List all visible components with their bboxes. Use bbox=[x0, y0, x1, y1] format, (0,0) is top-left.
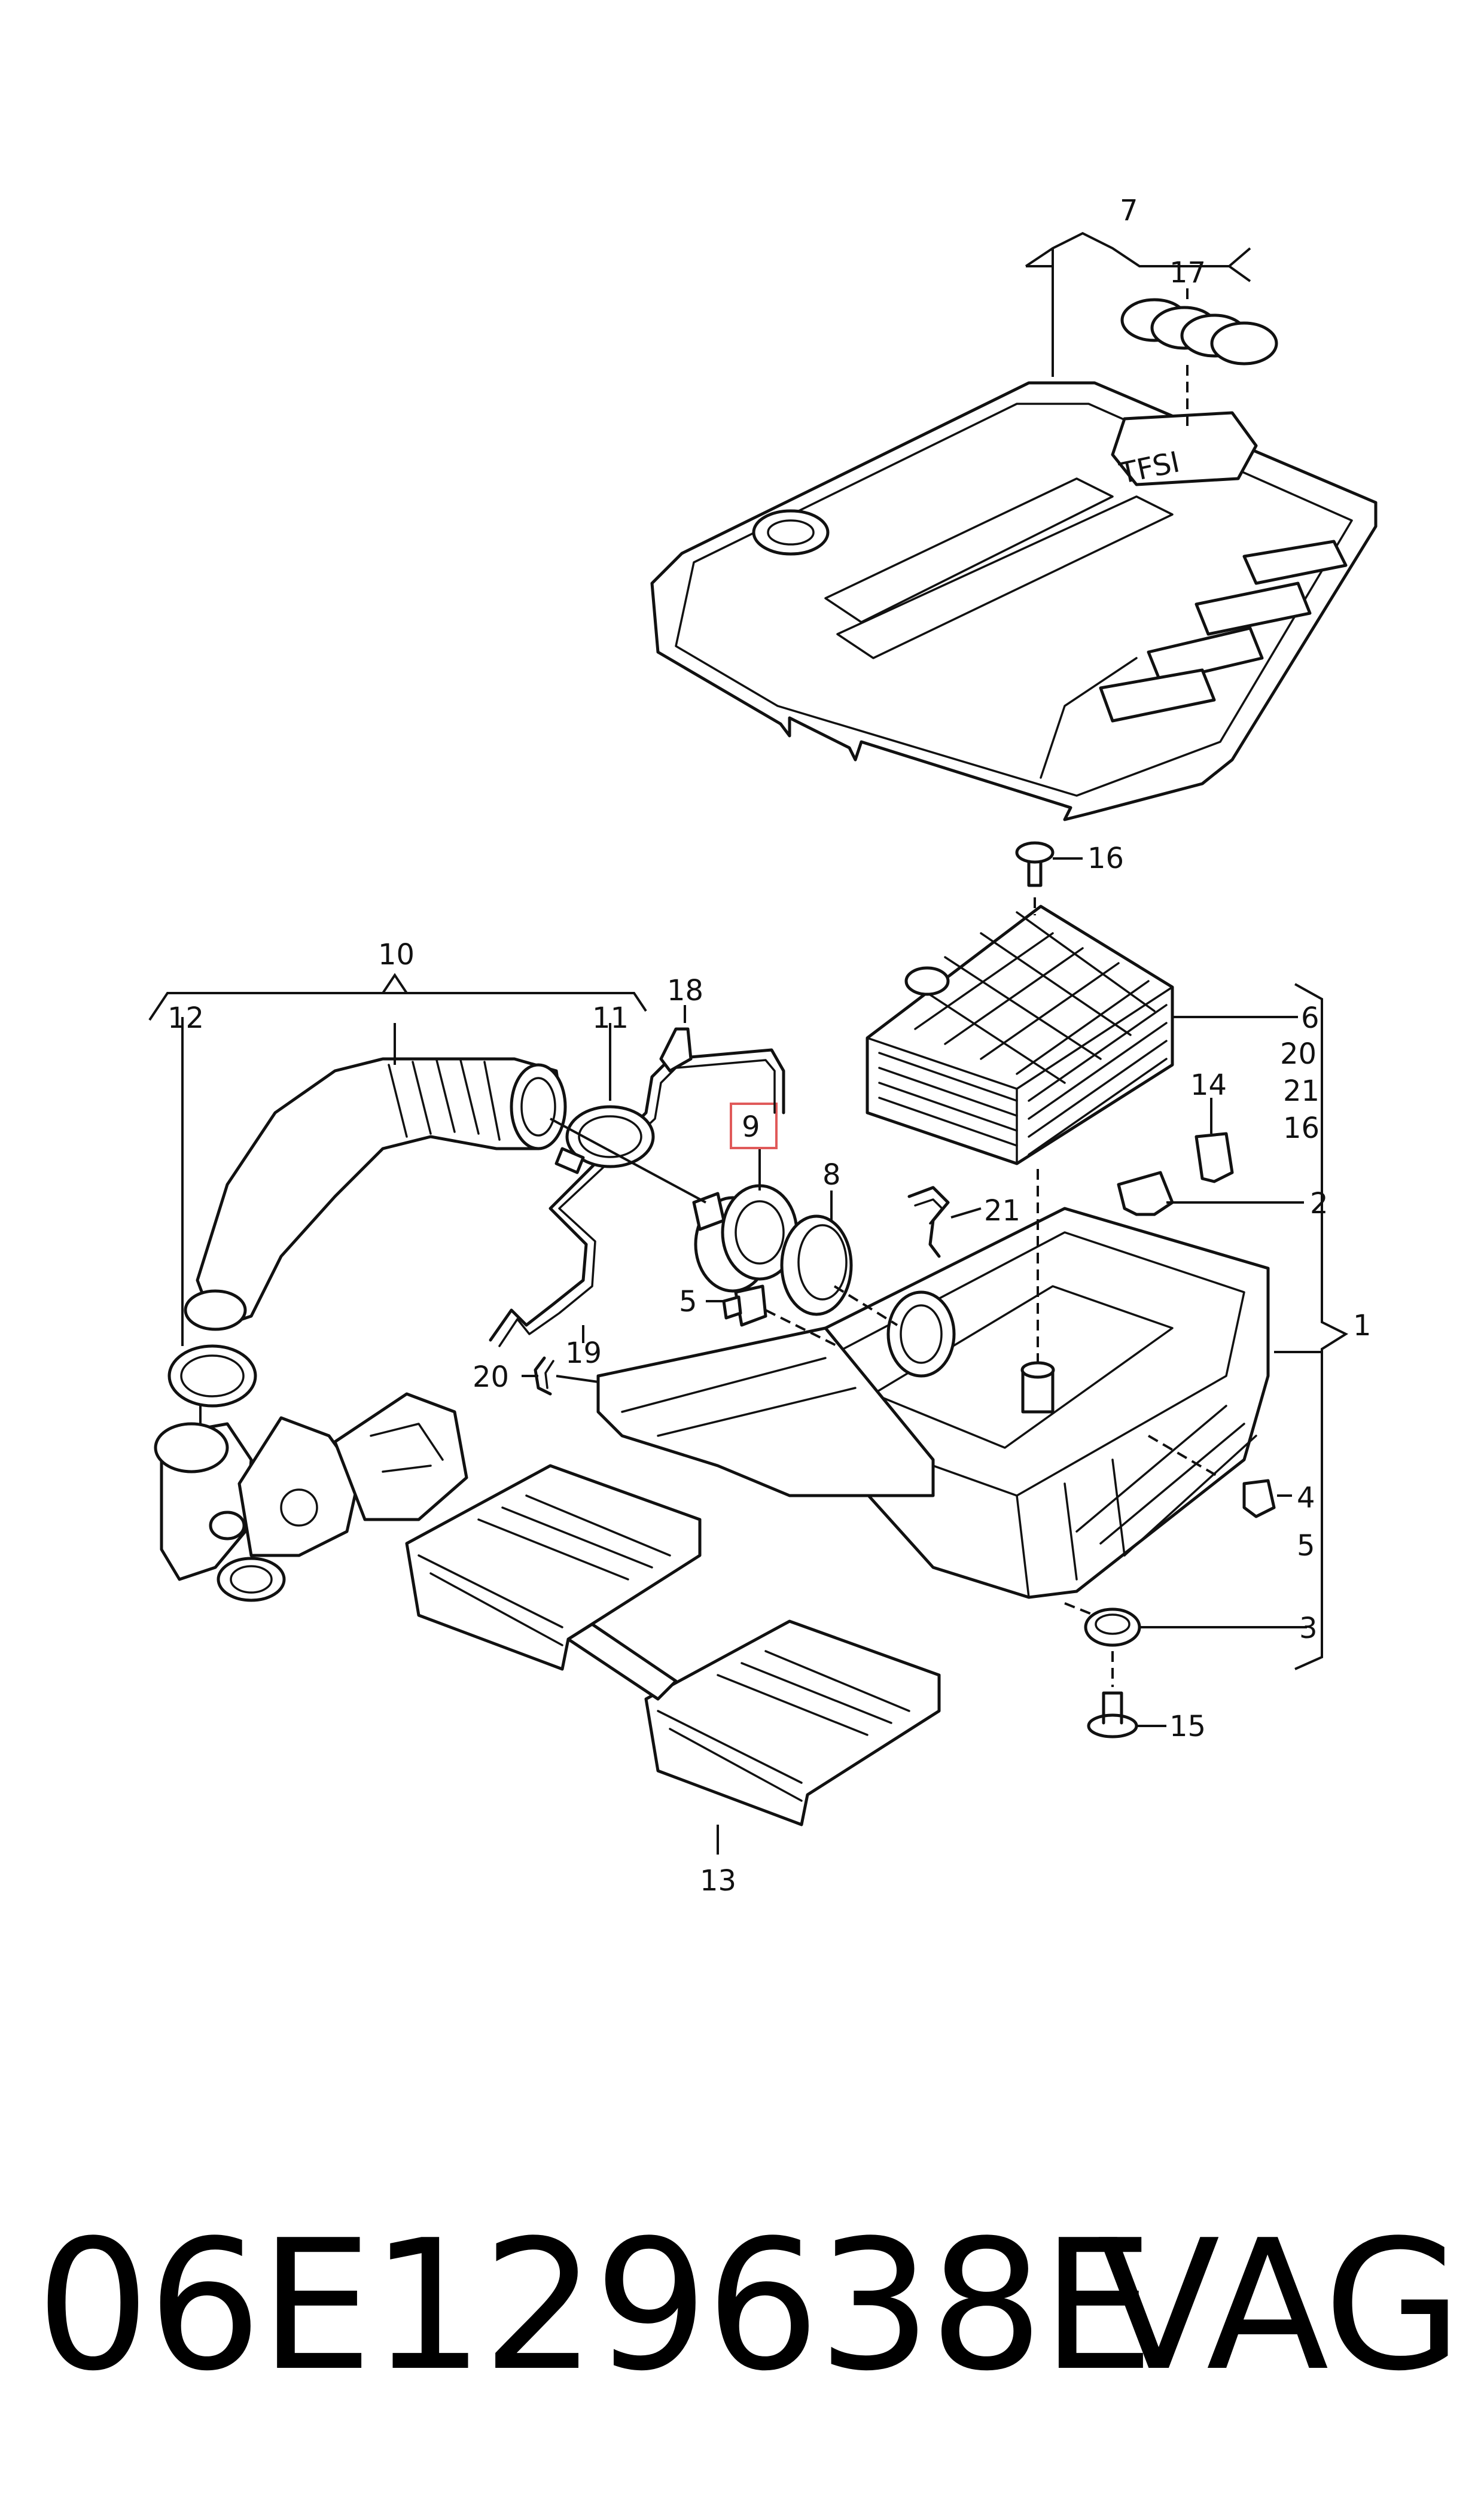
hose-clip-18 bbox=[659, 1027, 693, 1073]
callout-1: 1 bbox=[1353, 1309, 1372, 1342]
turbocharger-assembly bbox=[154, 1392, 468, 1602]
callout-16: 16 bbox=[1087, 842, 1124, 875]
part-number-footer: 06E129638E VAG bbox=[0, 2208, 1484, 2405]
callout-4: 4 bbox=[1297, 1481, 1315, 1515]
rubber-mount-3 bbox=[1084, 1607, 1141, 1647]
air-temp-sensor-5 bbox=[722, 1284, 767, 1327]
callout-2: 2 bbox=[1310, 1187, 1328, 1220]
air-guide-ducts bbox=[405, 1464, 941, 1826]
grommet-4 bbox=[1242, 1479, 1276, 1518]
callout-10: 10 bbox=[378, 938, 415, 972]
audi-rings-emblem bbox=[1120, 298, 1278, 366]
clip-20 bbox=[534, 1356, 554, 1396]
callout-21: 21 bbox=[984, 1194, 1020, 1228]
callout-16b: 16 bbox=[1283, 1112, 1320, 1145]
callout-13: 13 bbox=[700, 1864, 736, 1898]
clip-21 bbox=[907, 1186, 950, 1258]
callout-17: 17 bbox=[1169, 256, 1206, 290]
intake-hose-10 bbox=[184, 1057, 567, 1331]
callout-7: 7 bbox=[1120, 194, 1138, 227]
retainer-2 bbox=[1117, 1171, 1174, 1216]
callout-14: 14 bbox=[1190, 1068, 1227, 1102]
screw-15 bbox=[1087, 1691, 1138, 1738]
callout-5: 5 bbox=[679, 1285, 697, 1319]
hose-clamp-11 bbox=[554, 1105, 655, 1174]
engine-cover: TFSI bbox=[650, 381, 1378, 821]
part-number: 06E129638E bbox=[36, 2202, 1154, 2410]
callout-8: 8 bbox=[822, 1158, 841, 1192]
brand-name: VAG bbox=[1097, 2202, 1462, 2410]
vent-hose-19 bbox=[489, 1048, 785, 1347]
hose-clamp-12 bbox=[167, 1344, 257, 1408]
callout-18: 18 bbox=[667, 974, 703, 1007]
seal-ring-8 bbox=[780, 1214, 853, 1316]
callout-20b: 20 bbox=[1280, 1037, 1317, 1071]
cover-oil-filler-opening bbox=[752, 509, 830, 556]
bracket-14 bbox=[1194, 1132, 1234, 1183]
callout-20: 20 bbox=[473, 1360, 509, 1394]
air-filter-element bbox=[866, 905, 1174, 1165]
callout-3: 3 bbox=[1299, 1612, 1318, 1645]
callout-19: 19 bbox=[565, 1336, 602, 1370]
callout-11: 11 bbox=[592, 1001, 629, 1035]
air-filter-housing bbox=[596, 1207, 1270, 1599]
callout-9: 9 bbox=[742, 1110, 760, 1144]
callout-6: 6 bbox=[1301, 1001, 1320, 1035]
highlight-box-9 bbox=[730, 1103, 778, 1149]
screw-16 bbox=[1015, 841, 1055, 887]
mass-air-flow-sensor bbox=[692, 1184, 799, 1293]
callout-15: 15 bbox=[1169, 1710, 1206, 1743]
callout-12: 12 bbox=[167, 1001, 204, 1035]
callout-5b: 5 bbox=[1297, 1529, 1315, 1563]
callout-21b: 21 bbox=[1283, 1074, 1320, 1108]
